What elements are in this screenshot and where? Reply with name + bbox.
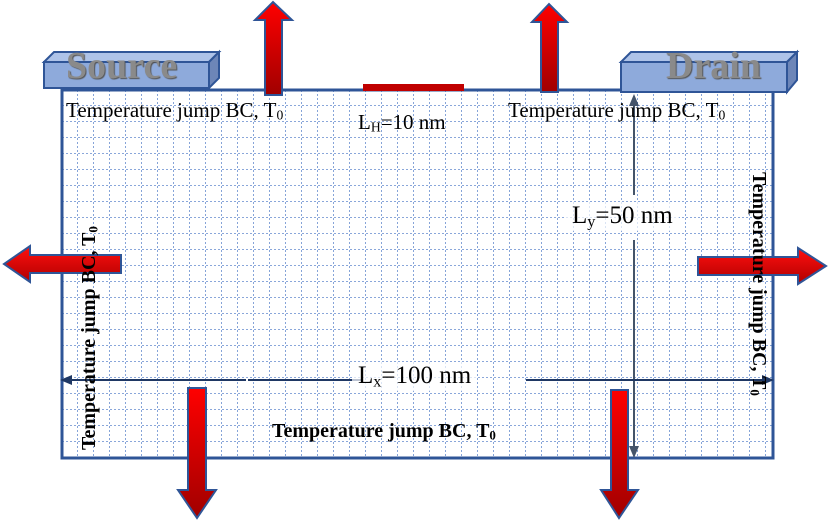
boundary-subscript: 0: [276, 107, 284, 123]
boundary-text: Temperature jump BC, T: [272, 420, 490, 442]
drain-contact: [618, 49, 800, 95]
source-label: Source: [66, 45, 178, 87]
heat-arrow-down-right: [599, 389, 640, 520]
boundary-text: Temperature jump BC, T: [78, 232, 100, 450]
label-value: =50 nm: [595, 202, 673, 229]
lx-label: Lx=100 nm: [352, 362, 478, 392]
label-subscript: x: [373, 372, 382, 391]
label-value: =10 nm: [380, 110, 446, 134]
simulation-domain: [60, 88, 775, 460]
boundary-subscript: 0: [747, 389, 763, 396]
lx-dimension-arrow: [60, 375, 774, 385]
heat-arrow-left: [2, 244, 122, 284]
boundary-subscript: 0: [489, 427, 496, 443]
label-symbol: L: [358, 110, 371, 134]
heat-arrow-up-right: [529, 2, 570, 93]
ly-label: Ly=50 nm: [566, 202, 679, 232]
boundary-text: Temperature jump BC, T: [66, 98, 277, 122]
boundary-text: Temperature jump BC, T: [508, 98, 719, 122]
label-value: =100 nm: [381, 362, 472, 389]
label-subscript: H: [370, 119, 381, 135]
heat-source-length-label: LH=10 nm: [358, 110, 446, 136]
boundary-text: Temperature jump BC, T: [748, 172, 770, 390]
heat-arrow-up-left: [252, 0, 295, 96]
heat-arrow-right: [697, 246, 828, 286]
source-contact: [41, 49, 222, 91]
label-symbol: L: [358, 362, 374, 389]
label-symbol: L: [572, 202, 588, 229]
heat-source: [363, 84, 464, 91]
boundary-label-top-left: Temperature jump BC, T0: [66, 98, 283, 124]
heat-arrow-down-left: [176, 387, 218, 520]
boundary-label-left: Temperature jump BC, T0: [78, 226, 102, 450]
ly-dimension-arrow: [629, 94, 639, 458]
boundary-subscript: 0: [718, 107, 726, 123]
drain-label: Drain: [666, 45, 761, 87]
boundary-label-bottom: Temperature jump BC, T0: [272, 420, 496, 444]
boundary-label-right: Temperature jump BC, T0: [746, 172, 770, 396]
boundary-subscript: 0: [85, 226, 101, 233]
boundary-label-top-right: Temperature jump BC, T0: [508, 98, 725, 124]
label-subscript: y: [587, 212, 596, 231]
